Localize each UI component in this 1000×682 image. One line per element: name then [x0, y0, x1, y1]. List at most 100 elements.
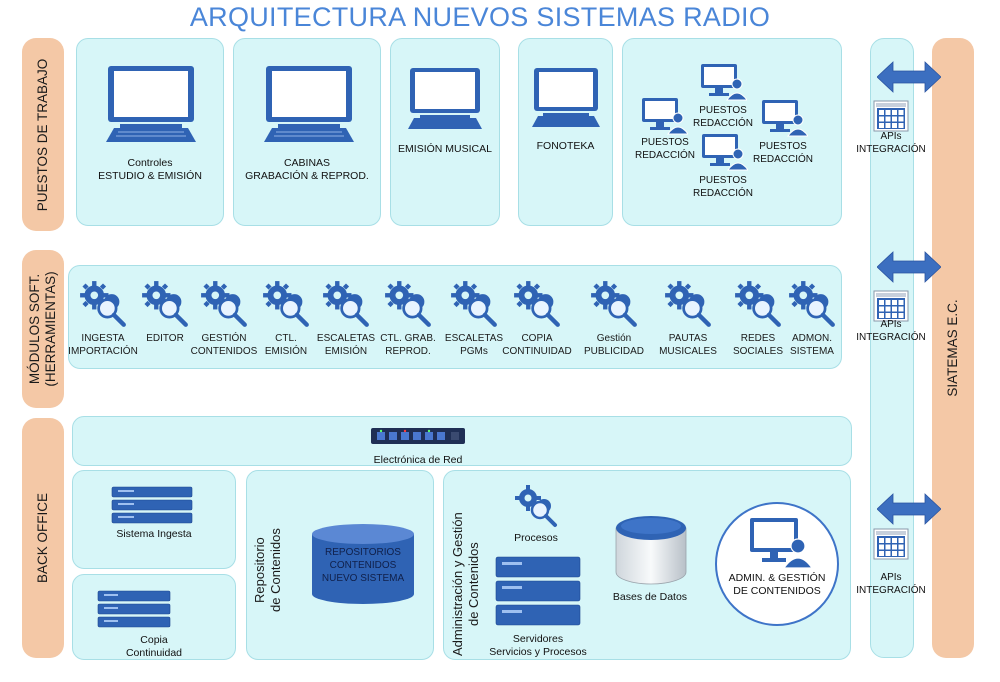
ws-label-line: GRABACIÓN & REPROD. [245, 170, 369, 182]
module-label-line: ADMON. [792, 333, 832, 344]
gear-magnifier-icon [451, 281, 497, 327]
admin-line: ADMIN. & GESTIÓN [728, 572, 826, 584]
admin-label: ADMIN. & GESTIÓN DE CONTENIDOS [715, 572, 839, 598]
redaccion-line: REDACCIÓN [692, 188, 753, 199]
module-label-line: ESCALETAS [444, 333, 504, 344]
gear-magnifier-icon [514, 281, 560, 327]
module-label-line: INGESTA [81, 333, 125, 344]
servidores-line: Servidores [512, 633, 564, 645]
redaccion-label: PUESTOS REDACCIÓN [690, 104, 756, 130]
redaccion-line: REDACCIÓN [752, 154, 813, 165]
redaccion-line: PUESTOS [641, 137, 689, 148]
gear-magnifier-icon [323, 281, 369, 327]
api-label-line: INTEGRACIÓN [856, 332, 926, 343]
redaccion-label: PUESTOS REDACCIÓN [632, 136, 698, 162]
repositorio-db-line: REPOSITORIOS [325, 547, 401, 558]
band-modulos-line1: MÓDULOS SOFT. [27, 273, 42, 385]
gear-magnifier-icon [735, 281, 781, 327]
database-cylinder-icon [312, 524, 414, 604]
module-label-line: CTL. GRAB. [380, 333, 436, 344]
redaccion-line: PUESTOS [699, 175, 747, 186]
copia-line: Copia [140, 634, 168, 646]
module-label-line: CTL. [275, 333, 297, 344]
module-item: COPIA CONTINUIDAD [497, 280, 577, 358]
band-sistemas-label: SIATEMAS E.C. [945, 299, 960, 397]
band-back-label: BACK OFFICE [35, 492, 50, 584]
database-icon [615, 516, 687, 585]
api-label-line: INTEGRACIÓN [856, 585, 926, 596]
user-monitor-icon [762, 100, 808, 137]
band-back-office: BACK OFFICE [22, 418, 64, 658]
servidores-label: Servidores Servicios y Procesos [478, 633, 598, 659]
redaccion-line: REDACCIÓN [634, 150, 695, 161]
api-label-line: INTEGRACIÓN [856, 144, 926, 155]
gear-magnifier-icon [385, 281, 431, 327]
admin-line: DE CONTENIDOS [733, 585, 821, 597]
gear-magnifier-icon [80, 281, 126, 327]
ingesta-label: Sistema Ingesta [116, 528, 192, 540]
api-label-line: APIs [880, 131, 902, 142]
api-window-icon [873, 290, 909, 322]
module-label-line: CONTENIDOS [190, 346, 258, 357]
ws-label-cabinas: CABINAS GRABACIÓN & REPROD. [233, 157, 381, 183]
server-icon [97, 590, 171, 628]
module-item: GESTIÓN CONTENIDOS [184, 280, 264, 358]
modules-box [68, 265, 842, 369]
band-puestos: PUESTOS DE TRABAJO [22, 38, 64, 231]
gear-magnifier-icon [665, 281, 711, 327]
module-item: EDITOR [125, 280, 205, 345]
page-title: ARQUITECTURA NUEVOS SISTEMAS RADIO [189, 2, 771, 32]
double-arrow-icon [877, 493, 941, 525]
redaccion-line: PUESTOS [699, 105, 747, 116]
module-label-line: PAUTAS [668, 333, 708, 344]
double-arrow-icon [877, 61, 941, 93]
monitor-icon [106, 66, 196, 142]
module-item: CTL.EMISIÓN [246, 280, 326, 358]
ws-label-emision-musical: EMISIÓN MUSICAL [398, 143, 492, 155]
repositorio-title-line: de Contenidos [268, 528, 283, 612]
server-stack-icon [495, 556, 581, 626]
module-label-line: IMPORTACIÓN [68, 346, 138, 357]
api-window-icon [873, 100, 909, 132]
module-item: ADMON.SISTEMA [772, 280, 852, 358]
module-label-line: ESCALETAS [316, 333, 376, 344]
ws-label-controles: Controles ESTUDIO & EMISIÓN [76, 157, 224, 183]
repositorio-db-line: CONTENIDOS [329, 560, 397, 571]
module-label-line: CONTINUIDAD [502, 346, 572, 357]
api-label-line: APIs [880, 319, 902, 330]
module-label-line: REDES [740, 333, 776, 344]
ws-label-line: ESTUDIO & EMISIÓN [98, 170, 202, 182]
network-switch-icon [371, 428, 465, 444]
module-label-line: Gestión [596, 333, 632, 344]
server-icon [111, 486, 193, 524]
module-label-line: GESTIÓN [201, 333, 247, 344]
user-monitor-icon [642, 98, 688, 135]
user-monitor-icon [702, 134, 748, 171]
repositorio-db-label: REPOSITORIOS CONTENIDOS NUEVO SISTEMA [310, 546, 416, 585]
gear-magnifier-icon [142, 281, 188, 327]
band-sistemas: SIATEMAS E.C. [932, 38, 974, 658]
redaccion-line: PUESTOS [759, 141, 807, 152]
ws-label-fonoteka: FONOTEKA [536, 140, 595, 152]
api-window-icon [873, 528, 909, 560]
repositorio-db-line: NUEVO SISTEMA [321, 573, 405, 584]
repositorio-title-line: Repositorio [252, 537, 267, 603]
module-item: PAUTAS MUSICALES [648, 280, 728, 358]
redaccion-label: PUESTOS REDACCIÓN [690, 174, 756, 200]
gear-magnifier-icon [789, 281, 835, 327]
band-modulos-label: MÓDULOS SOFT. (HERRAMIENTAS) [27, 271, 59, 386]
redaccion-label: PUESTOS REDACCIÓN [750, 140, 816, 166]
gear-magnifier-icon [201, 281, 247, 327]
user-monitor-icon [701, 64, 747, 101]
ws-box-emision-musical [390, 38, 500, 226]
module-label-line: COPIA [521, 333, 553, 344]
band-modulos-line2: (HERRAMIENTAS) [43, 271, 58, 387]
module-label-line: REPROD. [385, 346, 431, 357]
copia-label: Copia Continuidad [72, 634, 236, 660]
module-label-line: MUSICALES [659, 346, 717, 357]
bases-label: Bases de Datos [612, 591, 688, 603]
